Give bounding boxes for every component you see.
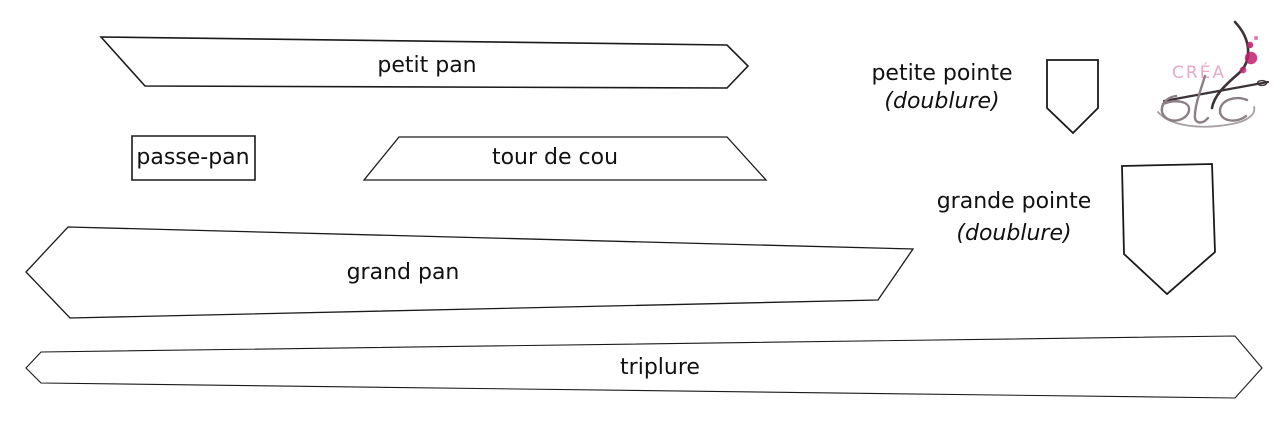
- thread-curve-icon: [1210, 20, 1250, 110]
- annotations: petite pointe (doublure) grande pointe (…: [871, 61, 1091, 246]
- piece-petit-pan[interactable]: [101, 37, 748, 88]
- label-passe-pan: passe-pan: [136, 145, 249, 170]
- bead-icon: [1239, 66, 1247, 74]
- annotation-petite-pointe: petite pointe (doublure): [871, 61, 1012, 114]
- piece-tour-de-cou[interactable]: [364, 137, 766, 180]
- logo[interactable]: CRÉA: [1157, 20, 1270, 128]
- annotation-line: grande pointe: [937, 189, 1092, 214]
- label-grand-pan: grand pan: [347, 260, 460, 285]
- script-letter-e: [1160, 94, 1191, 122]
- label-triplure: triplure: [620, 355, 700, 380]
- needle-icon: [1162, 80, 1270, 103]
- piece-grand-pan[interactable]: [26, 227, 913, 318]
- piece-petite-pointe-doublure[interactable]: [1047, 60, 1098, 133]
- piece-grande-pointe-doublure[interactable]: [1122, 164, 1215, 294]
- annotation-line: (doublure): [956, 221, 1071, 246]
- label-petit-pan: petit pan: [377, 53, 476, 78]
- pattern-pieces: [26, 37, 1262, 398]
- logo-wordmark: CRÉA: [1172, 61, 1226, 83]
- bead-icon: [1246, 41, 1254, 49]
- piece-labels: petit pan passe-pan tour de cou grand pa…: [136, 53, 700, 380]
- annotation-line: (doublure): [884, 89, 999, 114]
- label-tour-de-cou: tour de cou: [492, 145, 618, 170]
- needle-eye-icon: [1256, 79, 1268, 87]
- bead-icon: [1244, 51, 1258, 65]
- logo-script: [1157, 74, 1256, 128]
- piece-passe-pan[interactable]: [132, 136, 255, 180]
- script-flourish: [1157, 106, 1256, 128]
- bead-icon: [1254, 36, 1258, 40]
- annotation-line: petite pointe: [871, 61, 1012, 86]
- script-letter-c: [1218, 96, 1249, 122]
- annotation-grande-pointe: grande pointe (doublure): [937, 189, 1092, 246]
- script-letter-t: [1193, 74, 1210, 124]
- piece-triplure[interactable]: [26, 336, 1262, 398]
